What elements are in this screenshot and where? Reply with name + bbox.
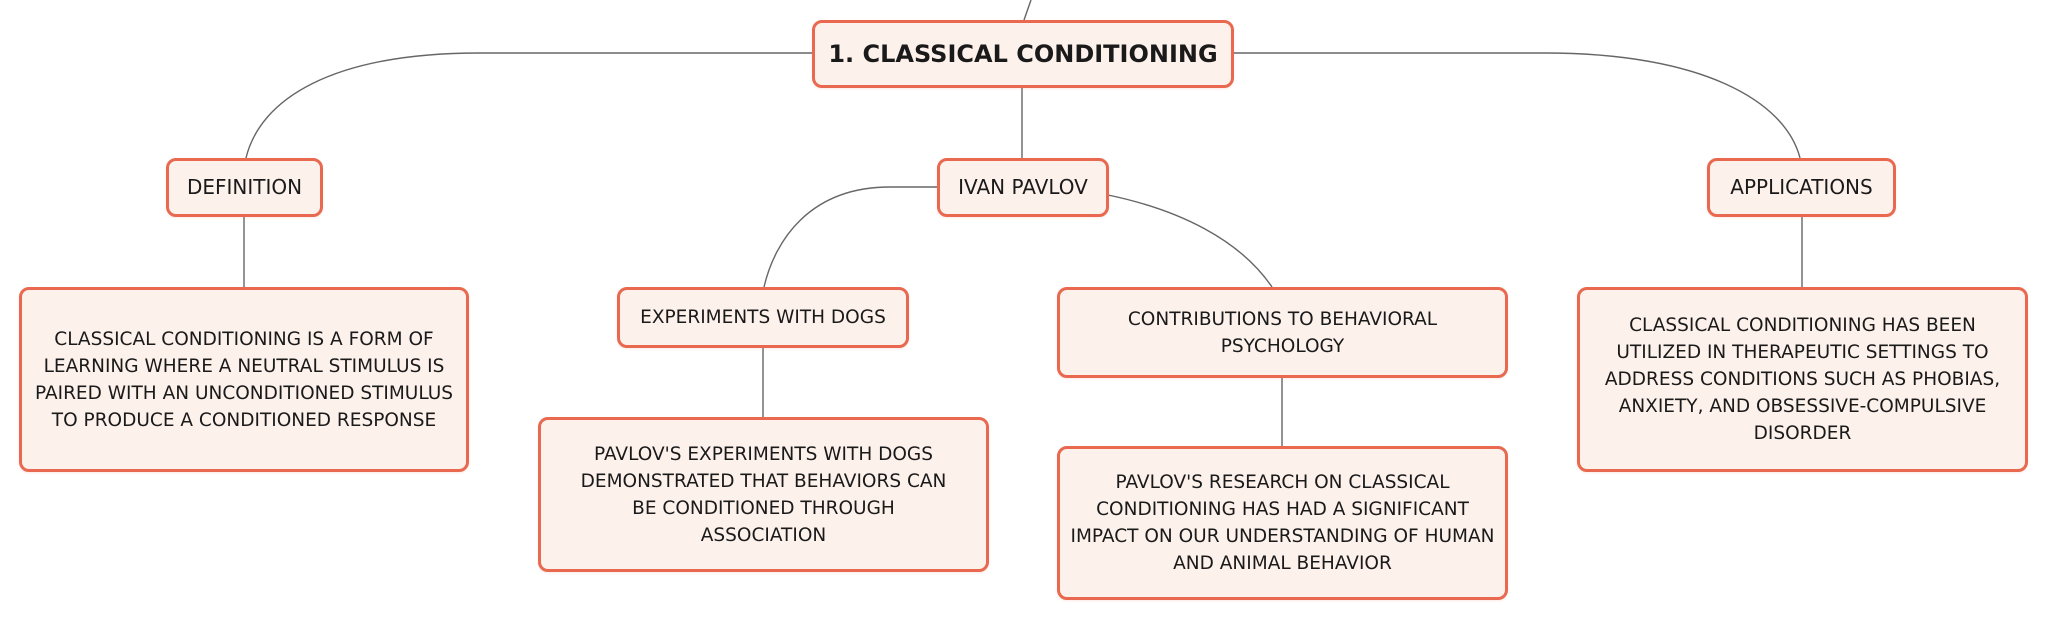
applications-text: CLASSICAL CONDITIONING HAS BEEN UTILIZED… [1604, 315, 2001, 444]
definition-text: CLASSICAL CONDITIONING IS A FORM OF LEAR… [34, 328, 453, 431]
connector-pavlov-to-experiments [763, 186, 938, 288]
experiments-text: PAVLOV'S EXPERIMENTS WITH DOGS DEMONSTRA… [580, 443, 947, 546]
root-node[interactable]: 1. CLASSICAL CONDITIONING [812, 20, 1234, 88]
connector-pavlov-to-contributions [1107, 194, 1273, 288]
ivan-pavlov-node[interactable]: IVAN PAVLOV [937, 158, 1109, 217]
applications-text-node[interactable]: CLASSICAL CONDITIONING HAS BEEN UTILIZED… [1577, 287, 2028, 472]
experiments-with-dogs-node[interactable]: EXPERIMENTS WITH DOGS [617, 287, 909, 348]
applications-node-label: APPLICATIONS [1730, 175, 1873, 199]
definition-node-label: DEFINITION [186, 175, 303, 199]
contributions-text-node[interactable]: PAVLOV'S RESEARCH ON CLASSICAL CONDITION… [1057, 446, 1508, 600]
experiments-with-dogs-label: EXPERIMENTS WITH DOGS [640, 307, 886, 328]
contributions-node[interactable]: CONTRIBUTIONS TO BEHAVIORAL PSYCHOLOGY [1057, 287, 1508, 378]
ivan-pavlov-node-label: IVAN PAVLOV [958, 175, 1088, 199]
definition-node[interactable]: DEFINITION [166, 158, 323, 217]
experiments-text-node[interactable]: PAVLOV'S EXPERIMENTS WITH DOGS DEMONSTRA… [538, 417, 989, 572]
root-node-label: 1. CLASSICAL CONDITIONING [828, 39, 1218, 68]
contributions-label: CONTRIBUTIONS TO BEHAVIORAL PSYCHOLOGY [1127, 308, 1438, 357]
definition-text-node[interactable]: CLASSICAL CONDITIONING IS A FORM OF LEAR… [19, 287, 469, 472]
connector-root-to-definition [245, 52, 812, 159]
connector-parent-to-root [1023, 0, 1032, 21]
contributions-text: PAVLOV'S RESEARCH ON CLASSICAL CONDITION… [1070, 472, 1495, 574]
connector-root-to-applications [1233, 52, 1801, 159]
applications-node[interactable]: APPLICATIONS [1707, 158, 1896, 217]
